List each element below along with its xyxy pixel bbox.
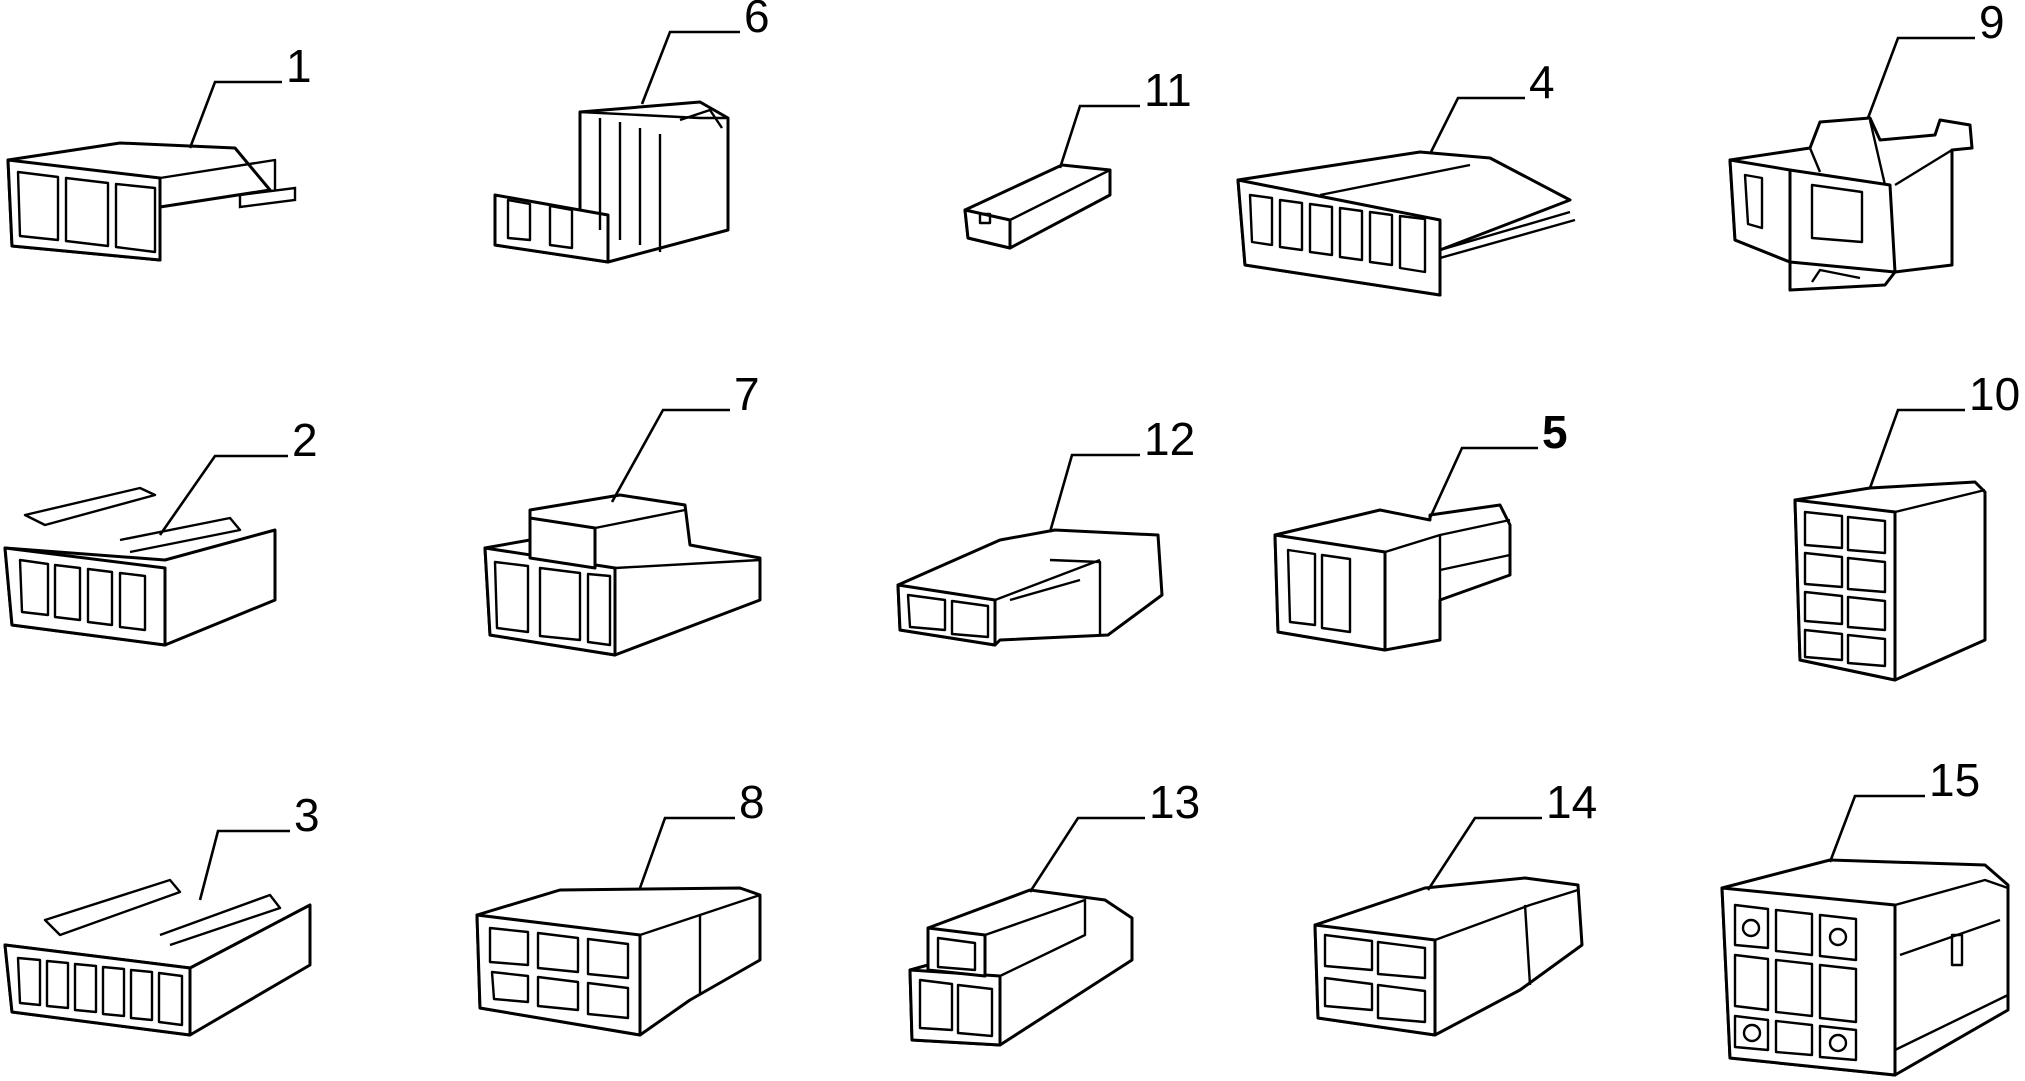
connector-part-6 [493, 100, 730, 264]
connector-part-12 [896, 528, 1164, 647]
callout-number-2: 2 [292, 414, 318, 466]
connector-part-5 [1273, 503, 1512, 652]
connector-part-10 [1793, 480, 1987, 682]
connector-part-11 [963, 163, 1112, 250]
callout-number-13: 13 [1149, 776, 1200, 828]
callout-number-4: 4 [1529, 56, 1555, 108]
connector-part-7 [483, 493, 762, 657]
callout-5: 5 [1428, 406, 1568, 519]
callout-10: 10 [1868, 368, 2020, 489]
callout-number-8: 8 [739, 776, 765, 828]
connector-part-1 [6, 141, 297, 262]
callout-14: 14 [1426, 776, 1597, 891]
callout-number-1: 1 [286, 40, 312, 92]
callout-number-12: 12 [1144, 413, 1195, 465]
connector-part-9 [1728, 116, 1974, 292]
callout-number-10: 10 [1969, 368, 2020, 420]
callout-number-3: 3 [294, 789, 320, 841]
callout-number-9: 9 [1979, 0, 2005, 48]
connector-part-4 [1236, 150, 1576, 297]
callout-13: 13 [1028, 776, 1200, 893]
callout-11: 11 [1058, 64, 1192, 169]
connector-part-14 [1313, 876, 1584, 1037]
connector-part-13 [908, 888, 1134, 1047]
connector-part-15 [1720, 858, 2010, 1077]
callout-7: 7 [610, 368, 760, 503]
callout-12: 12 [1048, 413, 1195, 533]
callout-number-11: 11 [1144, 64, 1192, 116]
connector-part-3 [3, 878, 312, 1037]
callout-number-6: 6 [744, 0, 770, 42]
callout-3: 3 [198, 789, 320, 901]
callout-6: 6 [640, 0, 770, 105]
callout-8: 8 [638, 776, 765, 889]
callout-1: 1 [188, 40, 312, 149]
callout-15: 15 [1828, 754, 1980, 863]
callout-number-14: 14 [1546, 776, 1597, 828]
connector-part-2 [3, 486, 277, 647]
connector-part-8 [475, 886, 762, 1037]
callout-number-7: 7 [734, 368, 760, 420]
callout-number-15: 15 [1929, 754, 1980, 806]
callout-4: 4 [1428, 56, 1555, 155]
callout-2: 2 [158, 414, 318, 536]
callout-number-5: 5 [1542, 406, 1568, 458]
callout-9: 9 [1866, 0, 2005, 119]
